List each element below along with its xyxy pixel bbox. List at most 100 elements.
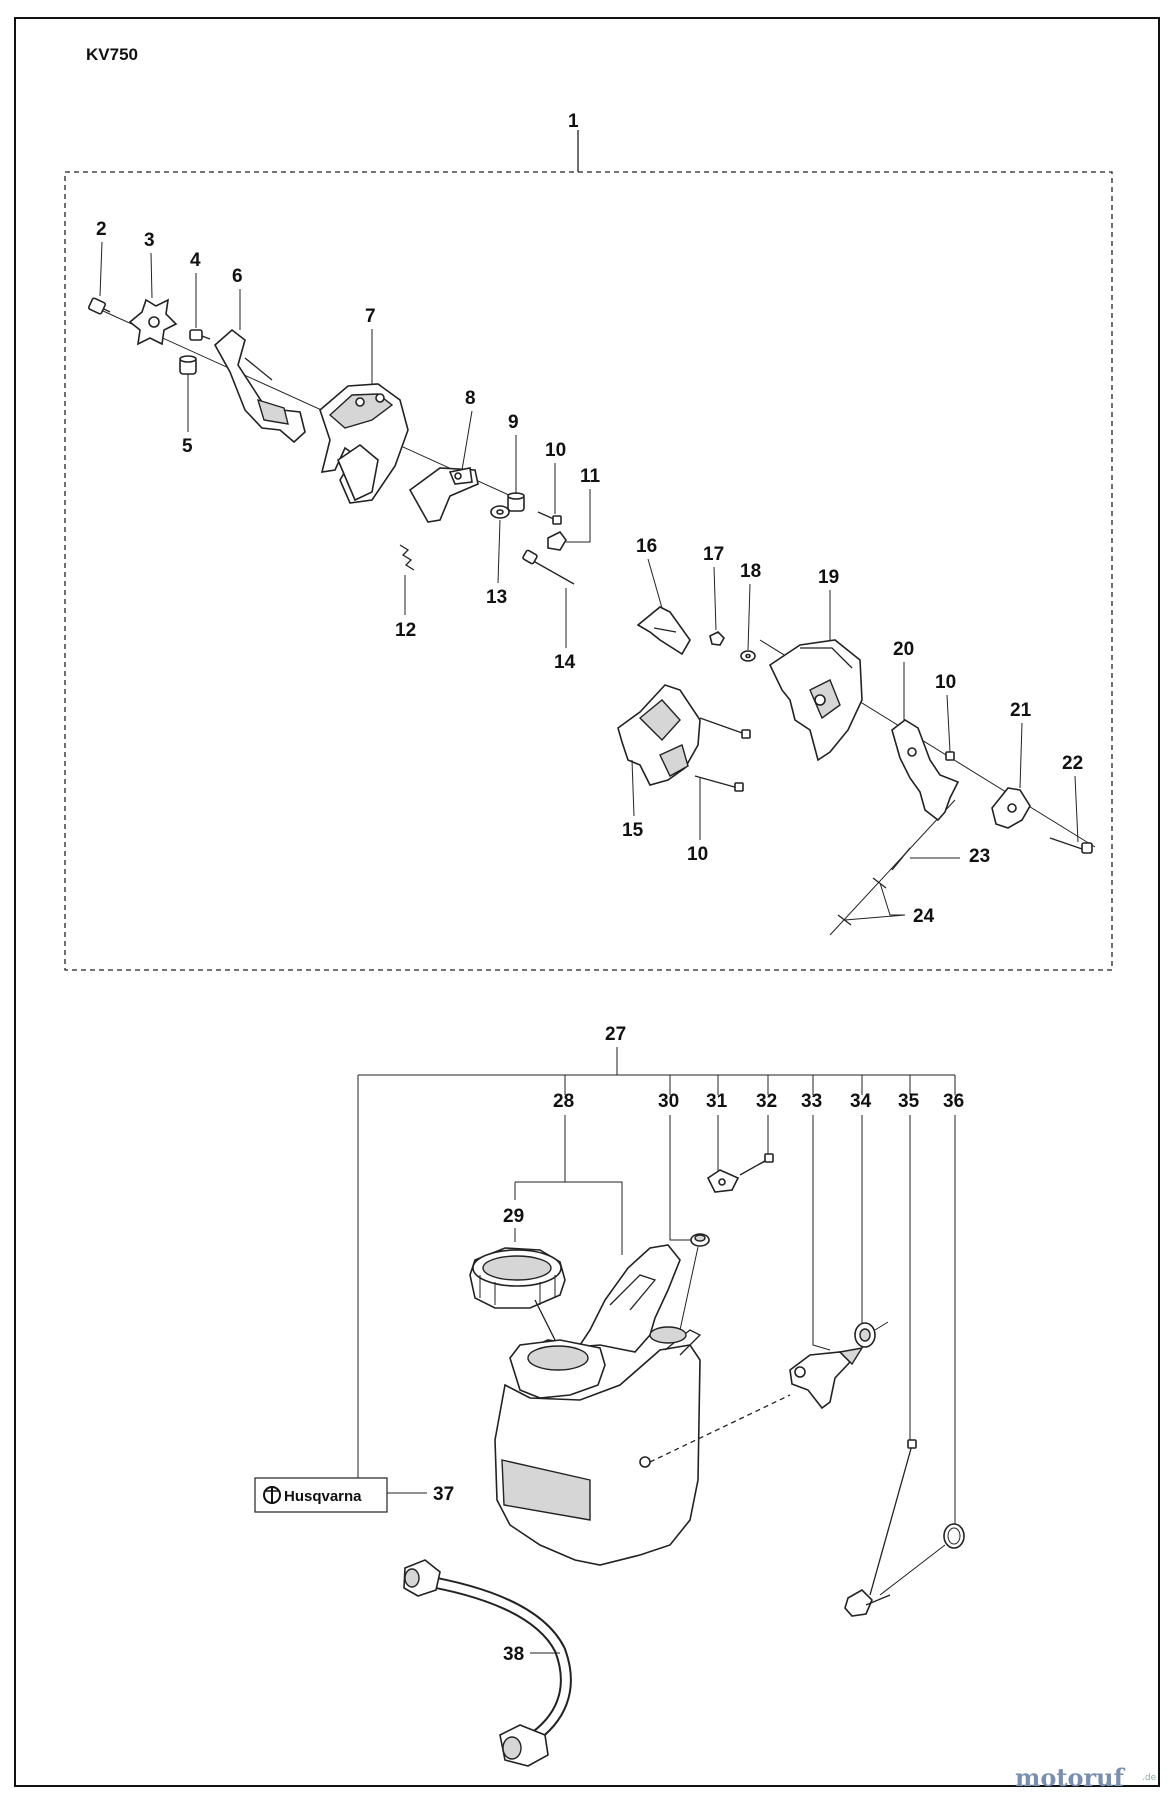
callout-10-upper: 10 xyxy=(545,440,566,461)
part-7-handle-housing xyxy=(319,383,409,504)
watermark-text: motoruf xyxy=(1015,1763,1126,1792)
leader-16 xyxy=(647,558,663,609)
part-28-fluid-tank xyxy=(494,1244,702,1566)
callout-3: 3 xyxy=(144,230,155,251)
knurled-nut-line xyxy=(874,1321,889,1331)
leader-11 xyxy=(566,489,591,543)
part-36-o-ring xyxy=(943,1523,965,1549)
callout-38: 38 xyxy=(503,1644,524,1665)
callout-1: 1 xyxy=(568,111,579,132)
leader-2 xyxy=(99,241,103,297)
callout-12: 12 xyxy=(395,620,416,641)
logo-decal-frame xyxy=(254,1477,388,1513)
callout-27: 27 xyxy=(605,1024,626,1045)
callout-36: 36 xyxy=(943,1091,964,1112)
callout-2: 2 xyxy=(96,219,107,240)
callout-14: 14 xyxy=(554,652,576,673)
page-frame xyxy=(14,17,1160,1787)
part-21-star-knob xyxy=(991,787,1031,829)
callout-11: 11 xyxy=(580,466,601,487)
axis-line-pin xyxy=(829,799,956,936)
part-10-screw-upper xyxy=(537,511,562,525)
part-10-screw-lower xyxy=(694,775,744,792)
part-16-clip xyxy=(636,606,691,656)
part-3-star-knob xyxy=(128,298,178,346)
o-ring-line xyxy=(879,1544,946,1596)
leader-8 xyxy=(461,410,473,471)
leader-30 xyxy=(669,1115,695,1241)
callout-7: 7 xyxy=(365,306,376,327)
watermark-suffix: .de xyxy=(1142,1773,1157,1783)
callout-20: 20 xyxy=(893,639,914,660)
part-14-long-bolt xyxy=(522,549,575,585)
part-31-clip xyxy=(706,1169,740,1193)
callout-6: 6 xyxy=(232,266,243,287)
part-19-housing-half xyxy=(768,639,863,762)
tank-hook-line xyxy=(649,1394,791,1463)
callout-37: 37 xyxy=(433,1484,454,1505)
callout-33: 33 xyxy=(801,1091,822,1112)
grommet-pointer xyxy=(679,1246,699,1331)
leader-21 xyxy=(1019,722,1023,789)
part-33-bracket xyxy=(789,1347,864,1410)
husqvarna-crown-icon xyxy=(263,1486,281,1504)
part-22-bolt xyxy=(1049,837,1093,854)
leader-13 xyxy=(497,519,501,584)
callout-5: 5 xyxy=(182,436,193,457)
part-38-hose xyxy=(403,1559,572,1767)
part-37-logo-decal: Husqvarna xyxy=(254,1477,388,1513)
callout-18: 18 xyxy=(740,561,761,582)
callout-34: 34 xyxy=(850,1091,872,1112)
callout-35: 35 xyxy=(898,1091,920,1112)
part-13-washer xyxy=(490,505,510,519)
model-label: KV750 xyxy=(86,45,138,64)
part-4-screw xyxy=(189,329,211,341)
callout-16: 16 xyxy=(636,536,657,557)
part-24-clips xyxy=(837,877,887,926)
leader-33 xyxy=(812,1115,831,1351)
callout-10-right: 10 xyxy=(935,672,956,693)
callout-24: 24 xyxy=(913,906,935,927)
callout-15: 15 xyxy=(622,820,644,841)
part-6-clamp-arm xyxy=(213,328,306,444)
watermark: motoruf .de xyxy=(1015,1763,1157,1792)
callout-22: 22 xyxy=(1062,753,1083,774)
part-15-lower-housing xyxy=(617,684,751,786)
part-8-bracket xyxy=(408,467,479,523)
part-20-clamp-arm xyxy=(891,719,960,822)
part-32-screw xyxy=(739,1153,774,1176)
part-11-cap-nut xyxy=(547,530,567,551)
part-12-spring xyxy=(399,544,415,571)
leader-10-right xyxy=(946,694,951,753)
callout-17: 17 xyxy=(703,544,724,565)
leader-22 xyxy=(1074,775,1079,843)
bracket-28 xyxy=(515,1181,623,1255)
callout-29: 29 xyxy=(503,1206,524,1227)
logo-text: Husqvarna xyxy=(284,1488,362,1505)
assembly-1-box xyxy=(64,171,1113,971)
part-30-grommet xyxy=(690,1233,710,1247)
part-34-knurled-nut xyxy=(854,1322,876,1348)
leader-3 xyxy=(150,252,153,299)
callout-10-lower: 10 xyxy=(687,844,708,865)
callout-8: 8 xyxy=(465,388,476,409)
part-18-washer xyxy=(740,650,756,662)
callout-19: 19 xyxy=(818,567,839,588)
callout-4: 4 xyxy=(190,250,201,271)
callout-9: 9 xyxy=(508,412,519,433)
callout-31: 31 xyxy=(706,1091,728,1112)
leader-24b xyxy=(844,914,906,921)
part-5-spacer xyxy=(179,355,197,375)
part-23-pin xyxy=(891,847,911,871)
leader-18 xyxy=(747,583,751,651)
leader-17 xyxy=(713,566,717,631)
part-35-tube xyxy=(844,1439,917,1617)
callout-32: 32 xyxy=(756,1091,777,1112)
leader-15 xyxy=(631,759,635,817)
callout-28: 28 xyxy=(553,1091,574,1112)
part-2-bolt xyxy=(87,297,111,315)
callout-23: 23 xyxy=(969,846,990,867)
callout-13: 13 xyxy=(486,587,507,608)
